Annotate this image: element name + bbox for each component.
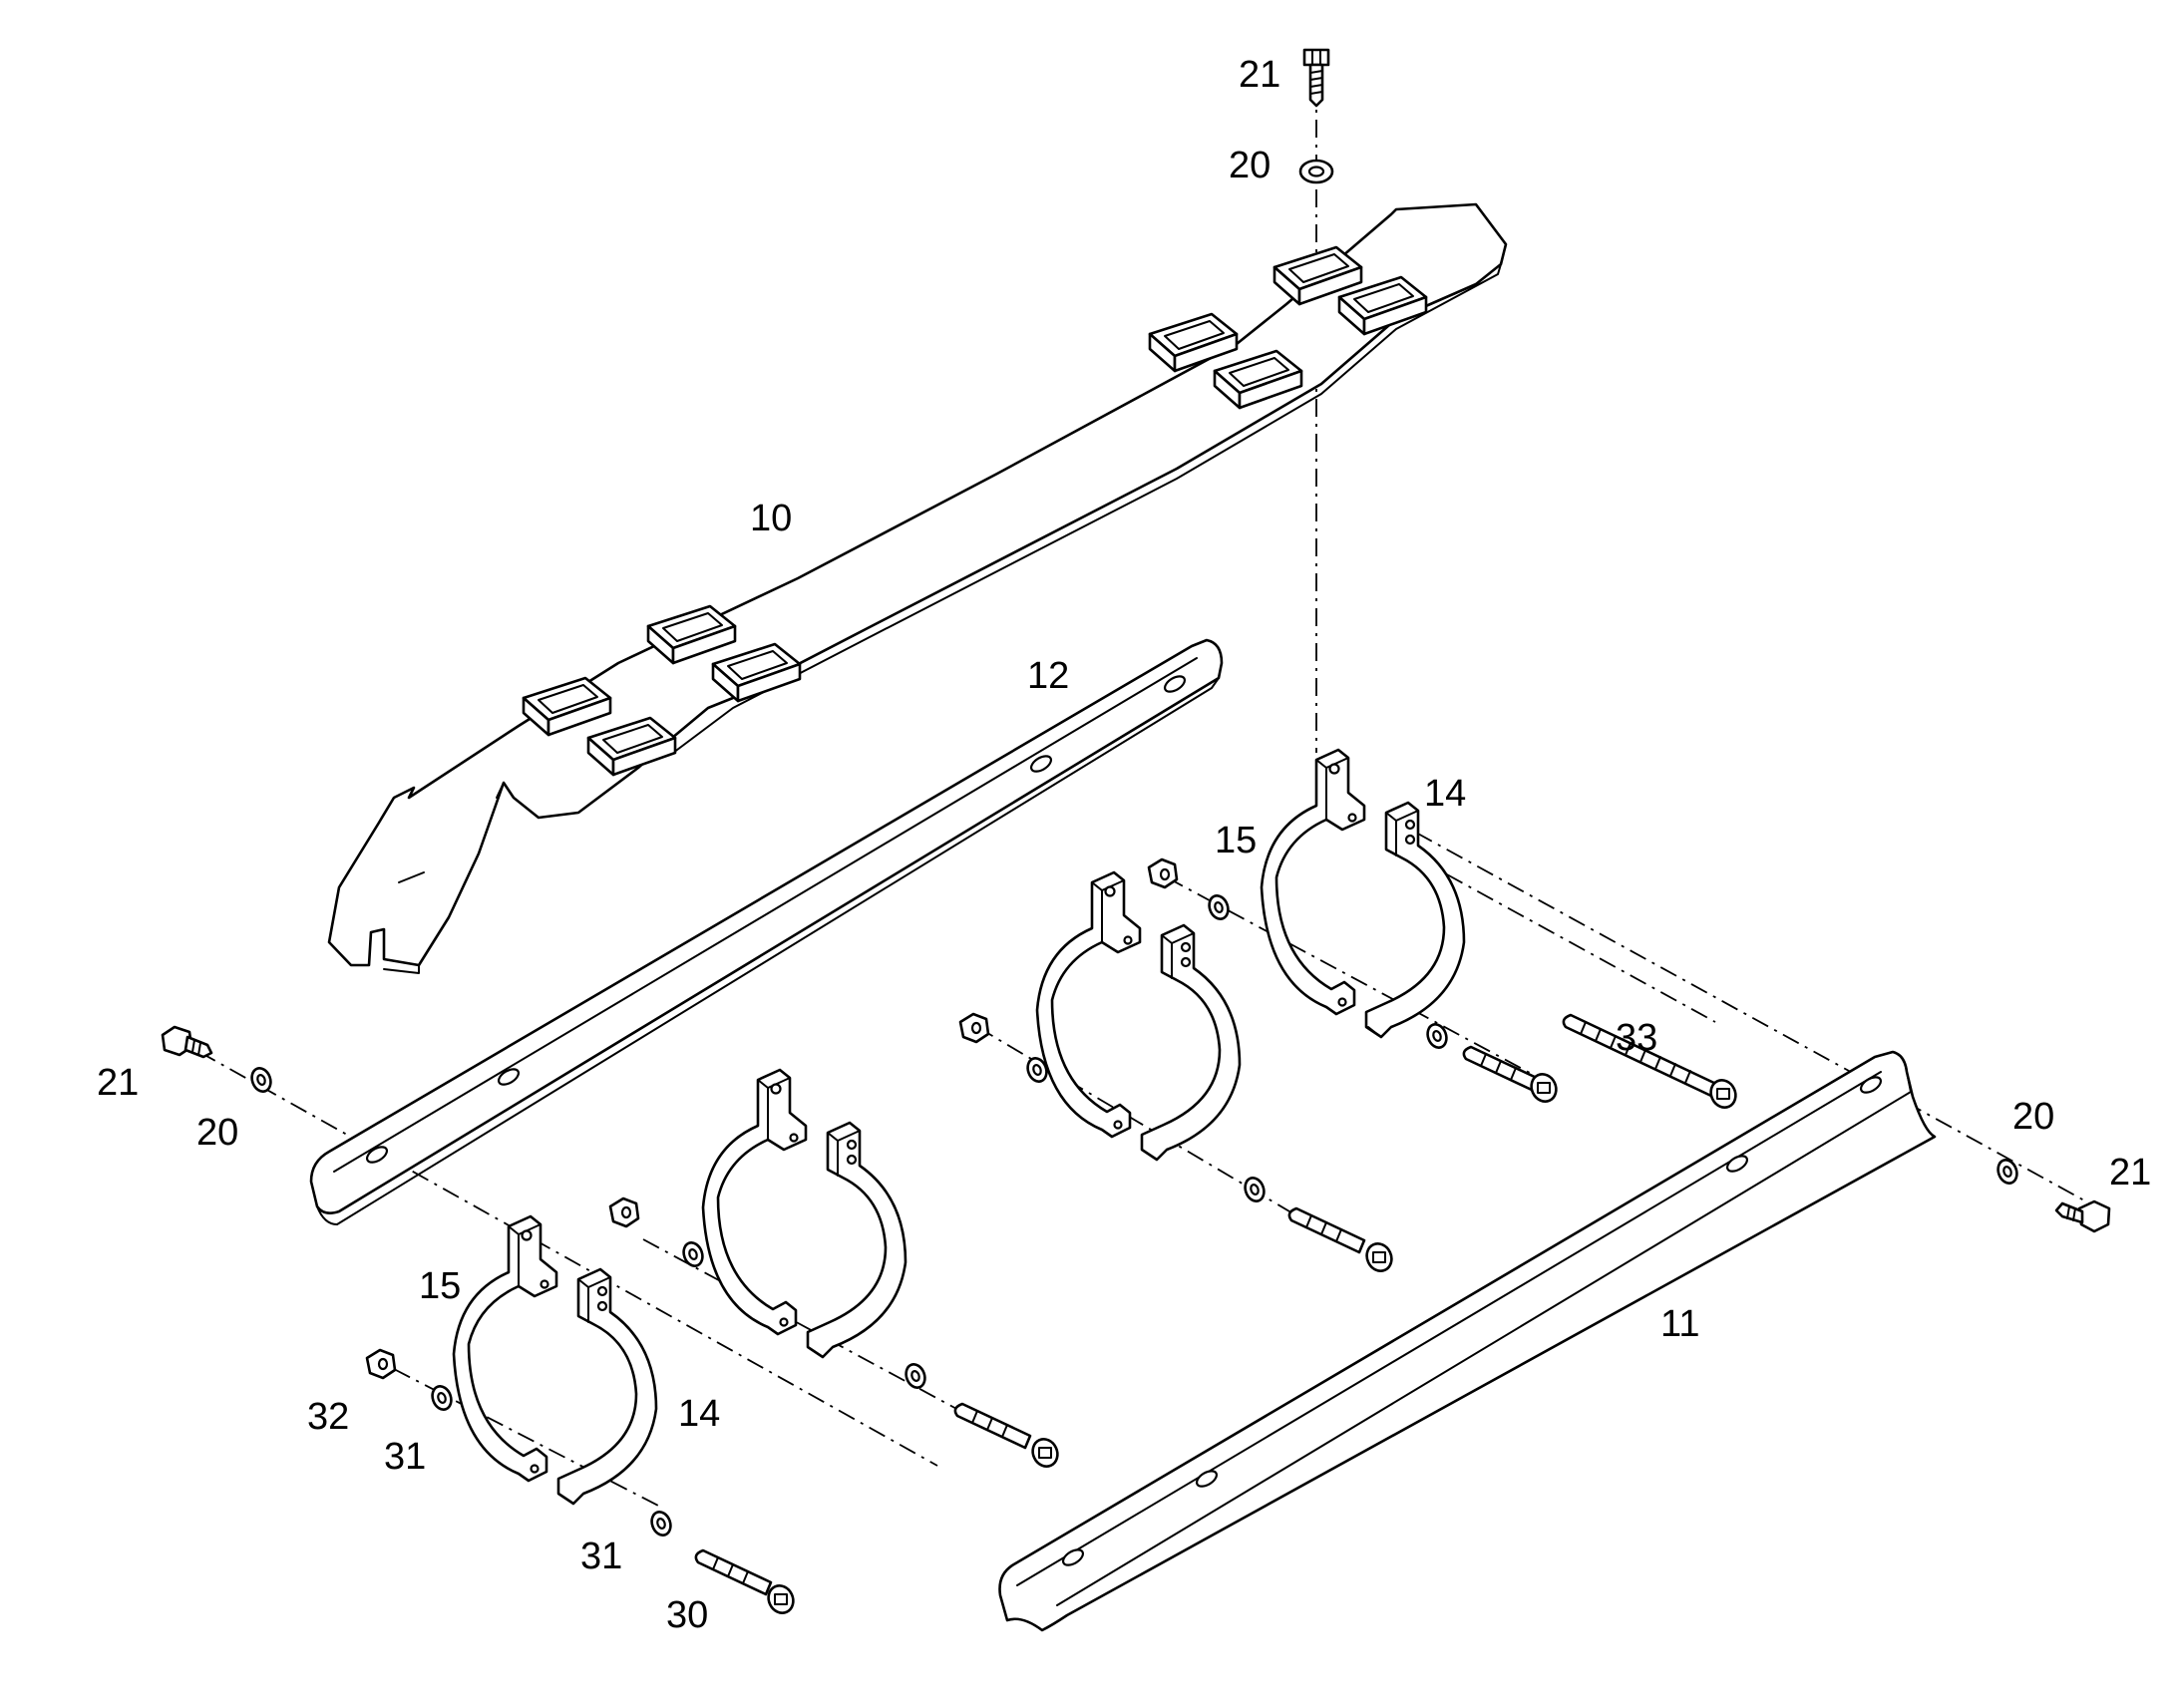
washer [682, 1241, 704, 1267]
square-boss [646, 604, 737, 665]
label-clamp-14-upper: 14 [1424, 773, 1466, 815]
hex-nut [608, 1196, 640, 1228]
socket-bolt [1462, 1045, 1558, 1103]
square-boss [1148, 312, 1239, 373]
clamp-pair-upper [1260, 748, 1466, 1039]
label-bolt-top: 21 [1239, 54, 1280, 96]
label-bolt-right: 21 [2109, 1152, 2151, 1194]
label-bolt-30: 30 [666, 1594, 708, 1636]
washer-left [250, 1067, 272, 1093]
label-bolt-33: 33 [1616, 1017, 1657, 1059]
socket-bolt-33 [1562, 1013, 1737, 1109]
clamp-half [806, 1121, 908, 1359]
socket-bolt-30 [694, 1548, 795, 1614]
square-boss [711, 642, 802, 703]
washer [1244, 1177, 1266, 1202]
washer [1026, 1057, 1048, 1083]
clamp-half [1035, 870, 1142, 1139]
clamp-half-14 [1364, 801, 1466, 1039]
clamp-half-15 [452, 1214, 558, 1483]
socket-bolt [1287, 1206, 1393, 1272]
hex-nut-32 [365, 1348, 397, 1380]
washer [1426, 1023, 1448, 1049]
socket-bolt [953, 1402, 1059, 1468]
label-clamp-15-upper: 15 [1215, 820, 1257, 861]
label-part-10: 10 [750, 498, 792, 539]
label-part-12: 12 [1027, 655, 1069, 697]
label-bolt-left: 21 [97, 1062, 139, 1104]
label-washer-right: 20 [2012, 1096, 2054, 1138]
label-washer-left: 20 [196, 1112, 238, 1154]
washer-31-left [431, 1385, 453, 1411]
square-boss [586, 716, 677, 777]
clamp-pair-lower [452, 1214, 658, 1506]
label-washer-31-left: 31 [384, 1436, 426, 1478]
clamp-half-15 [1260, 748, 1366, 1016]
clamp-pair-center [701, 1068, 908, 1359]
washer-top [1298, 159, 1334, 184]
callout-labels: 21 20 10 12 15 14 33 21 20 20 21 11 15 1… [97, 54, 2151, 1636]
square-boss [522, 676, 612, 737]
clamp-pair-middle [1035, 870, 1242, 1162]
hex-nut [958, 1012, 990, 1044]
part-12-slotted-bar [309, 638, 1224, 1225]
label-washer-top: 20 [1229, 145, 1271, 186]
clamp-half-14 [556, 1267, 658, 1506]
part-10-frame-bracket [327, 202, 1508, 974]
washer [1208, 894, 1230, 920]
label-clamp-14-lower: 14 [678, 1393, 720, 1435]
hex-bolt-top [1302, 48, 1330, 108]
square-boss [1272, 245, 1363, 306]
square-boss [1213, 349, 1303, 410]
label-nut-32: 32 [307, 1396, 349, 1438]
clamp-half [701, 1068, 808, 1336]
washer [905, 1363, 926, 1389]
label-clamp-15-lower: 15 [419, 1265, 461, 1307]
label-part-11: 11 [1660, 1303, 1699, 1345]
washer-right [1997, 1159, 2018, 1185]
hex-bolt-left [161, 1025, 213, 1059]
hex-bolt-right [2054, 1199, 2111, 1233]
hex-nut [1147, 857, 1179, 889]
square-boss [1337, 275, 1428, 336]
clamp-half [1140, 923, 1242, 1162]
washer-31-bottom [650, 1511, 672, 1537]
part-11-slotted-bar [998, 1050, 1937, 1632]
label-washer-31-bottom: 31 [580, 1536, 622, 1577]
